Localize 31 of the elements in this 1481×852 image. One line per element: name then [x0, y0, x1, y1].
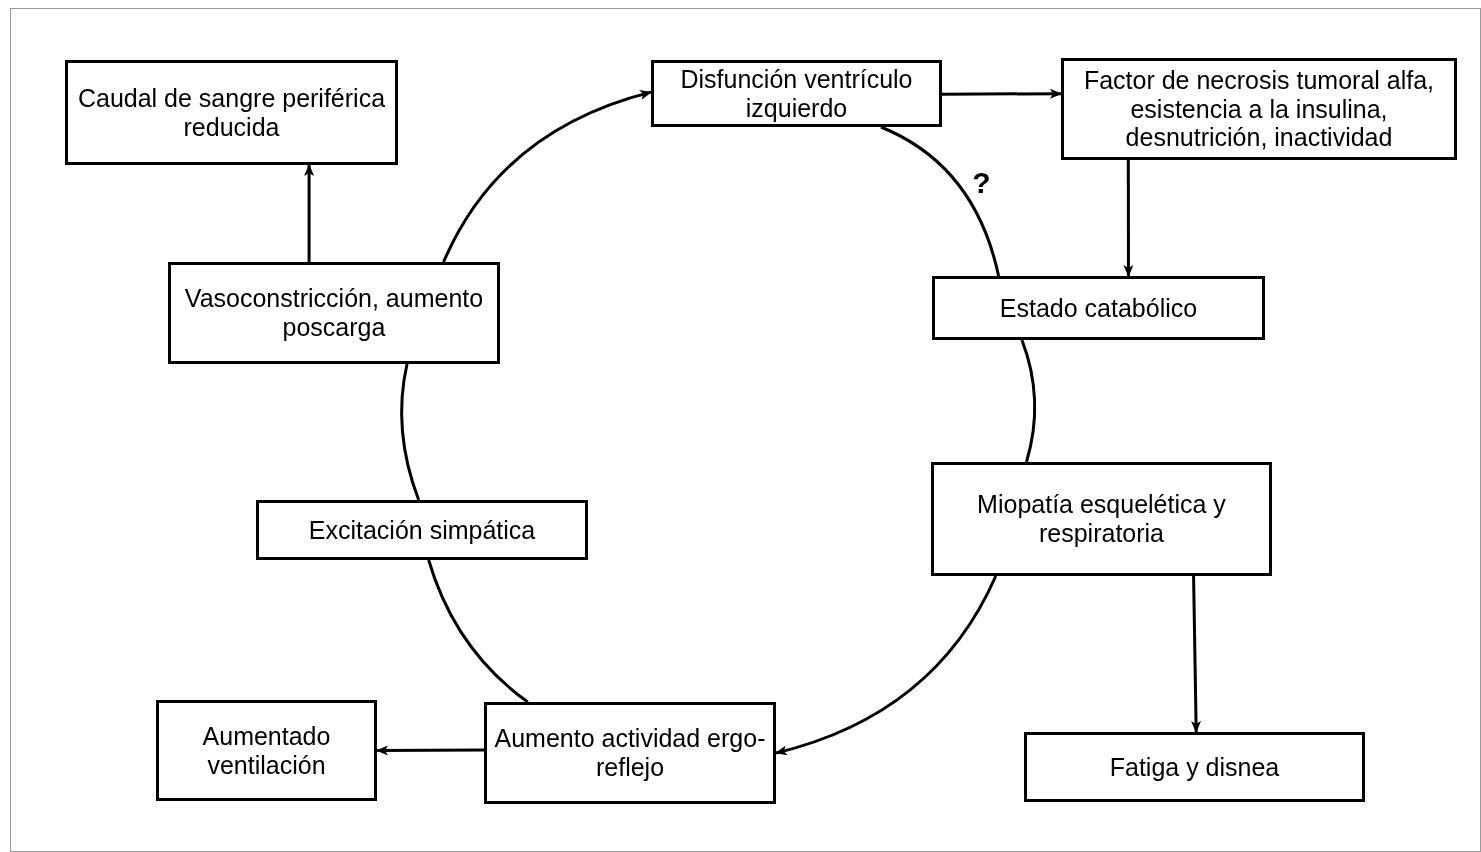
box-text: Miopatía esquelética y respiratoria [976, 490, 1227, 548]
box-text: Aumento actividad ergo-reflejo [493, 724, 767, 782]
process-box [931, 462, 1272, 576]
box-text: Aumentado ventilación [201, 721, 332, 780]
process-box [1061, 58, 1457, 160]
process-box [168, 262, 500, 364]
arrow [376, 745, 484, 756]
process-box [156, 700, 377, 801]
process-box [932, 276, 1265, 340]
process-box [651, 60, 942, 127]
box-text: Vasoconstricción, aumento poscarga [183, 284, 485, 342]
arrow [775, 575, 998, 755]
arrow [1123, 160, 1134, 277]
box-text: Disfunción ventrículo izquierdo [679, 64, 914, 123]
connector-line [427, 559, 529, 704]
box-text: Fatiga y disnea [1109, 752, 1280, 782]
box-text: Excitación simpática [308, 515, 536, 545]
process-box [1024, 732, 1365, 802]
process-box [65, 60, 398, 165]
process-box [256, 500, 588, 560]
box-text: Caudal de sangre periférica reducida [76, 83, 387, 142]
arrow [304, 164, 315, 262]
arrow [942, 88, 1062, 99]
box-text: Estado catabólico [999, 293, 1198, 323]
arrow [1191, 575, 1201, 733]
box-text: Factor de necrosis tumoral alfa, esistencia a la insulina, desnutrición, inactividad [1082, 65, 1436, 153]
connector-line [400, 363, 421, 501]
connector-line [1020, 339, 1037, 463]
connector-line [880, 125, 1001, 277]
arrow [442, 90, 652, 263]
process-box [484, 702, 776, 804]
